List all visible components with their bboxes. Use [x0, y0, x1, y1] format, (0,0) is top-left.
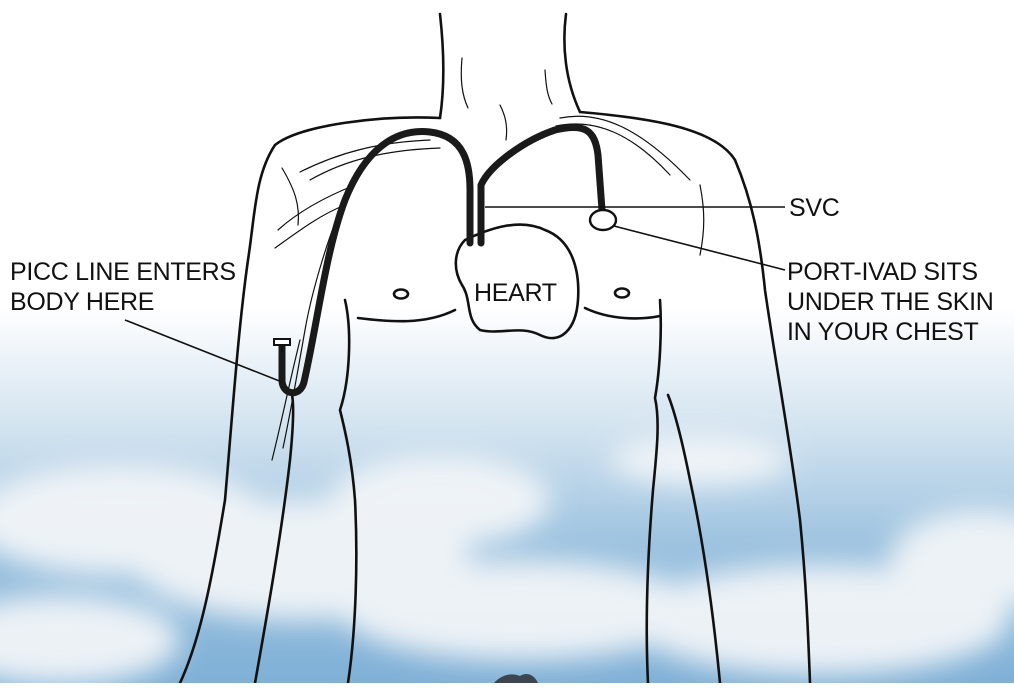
heart-label: HEART [474, 278, 557, 308]
port-label-line-1: PORT-IVAD SITS [787, 257, 993, 287]
picc-label: PICC LINE ENTERS BODY HERE [10, 257, 236, 317]
port-label-line-3: IN YOUR CHEST [787, 317, 993, 347]
picc-label-line-1: PICC LINE ENTERS [10, 257, 236, 287]
port-label-line-2: UNDER THE SKIN [787, 287, 993, 317]
port-device [590, 210, 616, 230]
picc-label-line-2: BODY HERE [10, 287, 236, 317]
port-label: PORT-IVAD SITS UNDER THE SKIN IN YOUR CH… [787, 257, 993, 347]
svc-label: SVC [789, 193, 840, 223]
